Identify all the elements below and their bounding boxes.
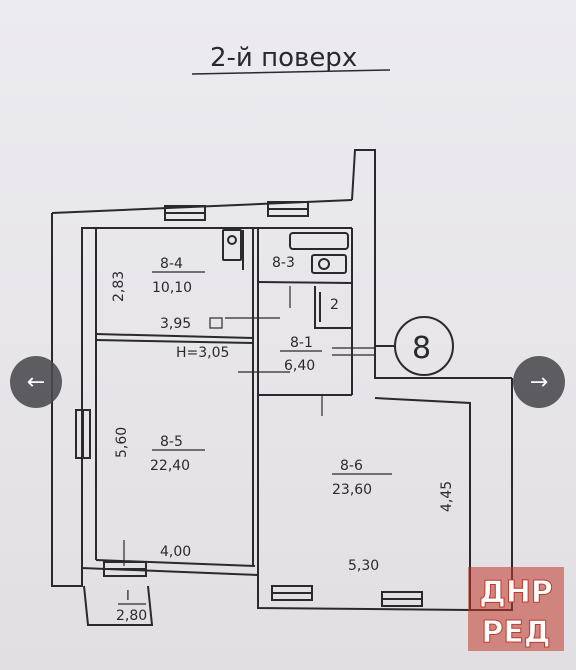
dim-3-95: 3,95 xyxy=(160,316,191,332)
room-8-1-area: 6,40 xyxy=(284,358,315,374)
room-8-6-area: 23,60 xyxy=(332,482,372,498)
watermark-line2: РЕД xyxy=(481,615,550,650)
arrow-left-icon: ← xyxy=(26,369,46,395)
room-8-3-code: 8-3 xyxy=(272,255,295,271)
closet-label: 2 xyxy=(330,297,339,313)
watermark-line1: ДНР xyxy=(479,575,553,610)
dim-4-45: 4,45 xyxy=(439,481,455,512)
room-8-1-code: 8-1 xyxy=(290,335,313,351)
dim-5-30: 5,30 xyxy=(348,558,379,574)
room-8-5-code: 8-5 xyxy=(160,434,183,450)
room-8-5-area: 22,40 xyxy=(150,458,190,474)
circle-label: 8 xyxy=(412,331,431,366)
previous-image-button[interactable]: ← xyxy=(10,356,62,408)
arrow-right-icon: → xyxy=(529,369,549,395)
balcony-label: I xyxy=(126,589,130,604)
next-image-button[interactable]: → xyxy=(513,356,565,408)
dim-2-83: 2,83 xyxy=(111,271,127,302)
room-8-6-code: 8-6 xyxy=(340,458,363,474)
watermark-logo: ДНР РЕД xyxy=(468,567,564,651)
room-8-4-code: 8-4 xyxy=(160,256,183,272)
plan-title: 2-й поверх xyxy=(210,43,357,73)
height-label: H=3,05 xyxy=(176,345,229,361)
dim-5-60: 5,60 xyxy=(114,427,130,458)
room-8-4-area: 10,10 xyxy=(152,280,192,296)
dim-4-00: 4,00 xyxy=(160,544,191,560)
dim-2-80: 2,80 xyxy=(116,608,147,624)
